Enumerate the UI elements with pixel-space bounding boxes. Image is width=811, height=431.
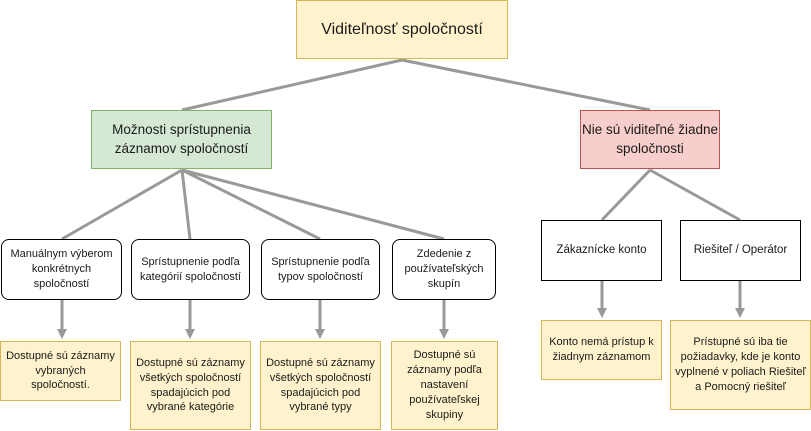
result-text: Dostupné sú záznamy podľa nastavení použ… — [407, 349, 482, 421]
option-label: Riešiteľ / Operátor — [693, 243, 788, 256]
result-resolver-operator: Prístupné sú iba tie požiadavky, kde je … — [670, 320, 811, 410]
option-label: Sprístupnenie podľa kategórií spoločnost… — [140, 255, 241, 283]
result-by-type: Dostupné sú záznamy všetkých spoločností… — [260, 341, 381, 430]
option-label: Sprístupnenie podľa typov spoločností — [271, 255, 370, 283]
option-manual-selection[interactable]: Manuálnym výberom konkrétnych spoločnost… — [1, 239, 122, 300]
left-branch-node[interactable]: Možnosti sprístupnenia záznamov spoločno… — [91, 110, 272, 169]
root-label: Viditeľnosť spoločností — [321, 20, 483, 38]
result-customer-account: Konto nemá prístup k žiadnym záznamom — [541, 320, 662, 380]
option-label: Manuálnym výberom konkrétnych spoločnost… — [10, 248, 113, 290]
right-branch-node[interactable]: Nie sú viditeľné žiadne spoločnosti — [580, 110, 720, 169]
connector-right-option-2 — [649, 168, 741, 222]
connector-left-option-1 — [61, 168, 183, 241]
result-text: Dostupné sú záznamy vybraných spoločnost… — [6, 349, 115, 392]
root-node[interactable]: Viditeľnosť spoločností — [296, 0, 508, 59]
option-label: Zdedenie z používateľských skupín — [404, 248, 484, 290]
option-by-type[interactable]: Sprístupnenie podľa typov spoločností — [261, 239, 380, 300]
result-text: Dostupné sú záznamy všetkých spoločností… — [136, 356, 245, 414]
option-resolver-operator[interactable]: Riešiteľ / Operátor — [680, 220, 801, 281]
result-inherited-from-groups: Dostupné sú záznamy podľa nastavení použ… — [391, 341, 498, 430]
option-label: Zákaznícke konto — [556, 243, 647, 256]
left-branch-label: Možnosti sprístupnenia záznamov spoločno… — [112, 122, 251, 156]
result-manual-selection: Dostupné sú záznamy vybraných spoločnost… — [0, 341, 121, 401]
right-branch-label: Nie sú viditeľné žiadne spoločnosti — [581, 122, 718, 156]
option-customer-account[interactable]: Zákaznícke konto — [541, 220, 662, 281]
result-text: Prístupné sú iba tie požiadavky, kde je … — [675, 336, 806, 393]
connector-left-option-2 — [180, 169, 192, 240]
connector-left-option-4 — [181, 168, 445, 241]
result-text: Dostupné sú záznamy všetkých spoločností… — [266, 356, 375, 414]
option-inherited-from-groups[interactable]: Zdedenie z používateľských skupín — [392, 239, 496, 300]
connector-left-option-3 — [181, 168, 321, 241]
result-text: Konto nemá prístup k žiadnym záznamom — [549, 336, 654, 363]
option-by-category[interactable]: Sprístupnenie podľa kategórií spoločnost… — [131, 239, 250, 300]
result-by-category: Dostupné sú záznamy všetkých spoločností… — [130, 341, 251, 430]
connector-right-option-1 — [600, 168, 652, 222]
connector-root-left — [181, 58, 403, 112]
connector-root-right — [401, 58, 651, 112]
